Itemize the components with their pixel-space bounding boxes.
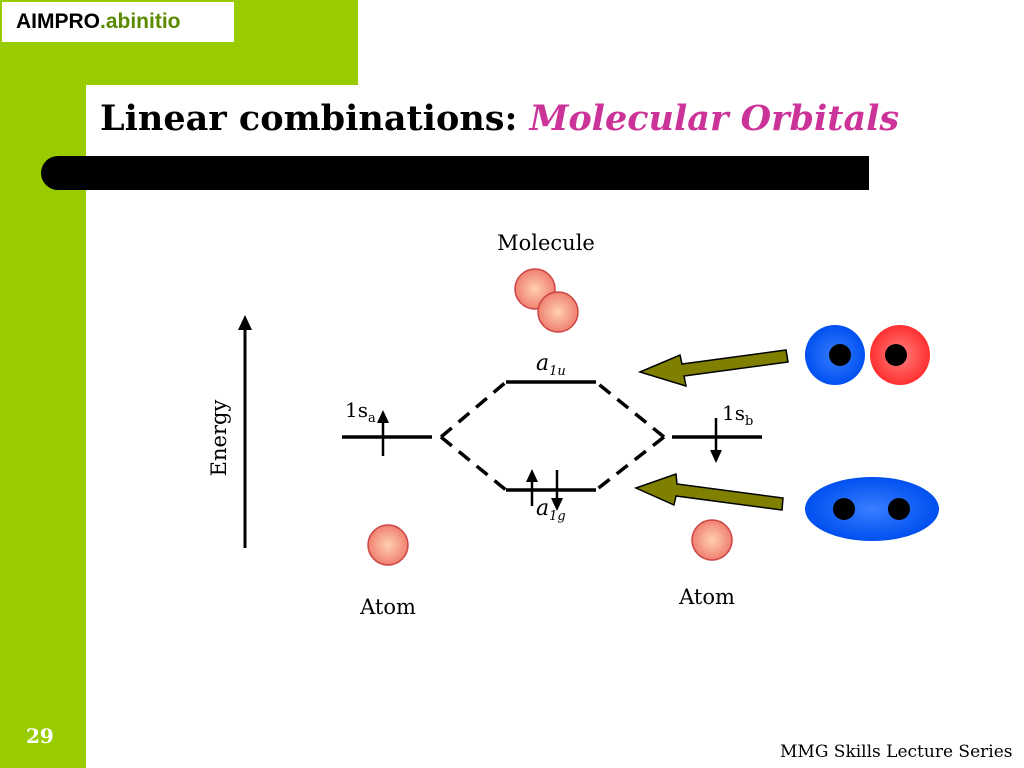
slide-title: Linear combinations: Molecular Orbitals [100,98,899,139]
logo-text-aimpro: AIMPRO [16,10,100,33]
molecule-atom-2 [537,291,579,333]
atom-right-sphere [691,519,733,561]
slide-title-main: Linear combinations: [100,98,518,139]
title-underline-bar [41,156,869,190]
logo-text-abinitio: .abinitio [100,10,181,33]
label-1sb: 1sb [722,401,753,429]
footer-text: MMG Skills Lecture Series [780,742,1013,762]
atom-right-label: Atom [678,585,735,609]
slide-number: 29 [26,724,54,748]
content-panel [86,85,1024,768]
olive-arrow-antibonding [637,349,789,388]
energy-axis [238,315,252,548]
atom-left-label: Atom [359,595,416,619]
atom-left-sphere [367,524,409,566]
label-a1g: a1g [536,496,566,524]
electron-spin-down-1sb [710,418,722,463]
energy-axis-label: Energy [207,400,231,477]
olive-arrow-bonding [633,472,784,511]
molecule-label: Molecule [497,231,595,255]
electron-spin-up-1sa [377,410,389,456]
label-1sa: 1sa [345,398,376,426]
sidebar-green-strip [0,0,86,768]
label-a1u: a1u [536,351,566,379]
slide-title-highlight: Molecular Orbitals [529,98,900,139]
bonding-orbital-icon [805,477,939,541]
electron-spin-up-a1g [526,469,538,506]
correlation-dashed-lines [439,380,666,492]
antibonding-orbital-icon [805,325,930,385]
electron-spin-down-a1g [551,470,563,511]
aimpro-logo: AIMPRO.abinitio [2,2,234,42]
